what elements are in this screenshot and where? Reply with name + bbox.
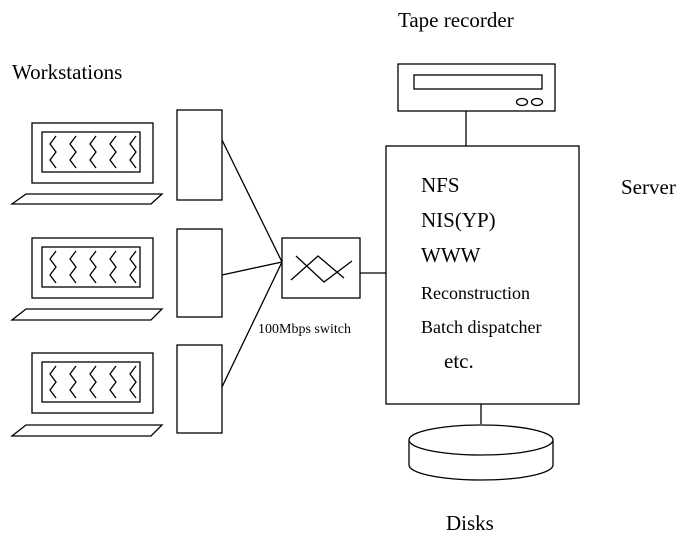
server: NFS NIS(YP) WWW Reconstruction Batch dis…	[385, 145, 580, 405]
ws1-link	[221, 139, 283, 263]
service-etc: etc.	[444, 349, 474, 373]
tape-recorder	[397, 63, 556, 112]
workstation-2	[10, 228, 223, 321]
ws2-link	[221, 261, 283, 276]
disks-label: Disks	[446, 511, 494, 535]
workstation-1	[9, 109, 223, 205]
ws3-link	[221, 261, 283, 388]
service-www: WWW	[421, 243, 481, 267]
tape-recorder-label: Tape recorder	[398, 8, 514, 32]
service-reconstruction: Reconstruction	[421, 283, 530, 303]
switch-label: 100Mbps switch	[258, 322, 351, 337]
workstation-3	[10, 344, 223, 437]
workstations-label: Workstations	[12, 60, 122, 84]
service-batch-dispatcher: Batch dispatcher	[421, 317, 541, 337]
disks	[408, 424, 554, 481]
service-nis: NIS(YP)	[421, 208, 496, 232]
service-nfs: NFS	[421, 173, 460, 197]
network-switch	[281, 237, 361, 299]
server-label: Server	[621, 175, 676, 199]
